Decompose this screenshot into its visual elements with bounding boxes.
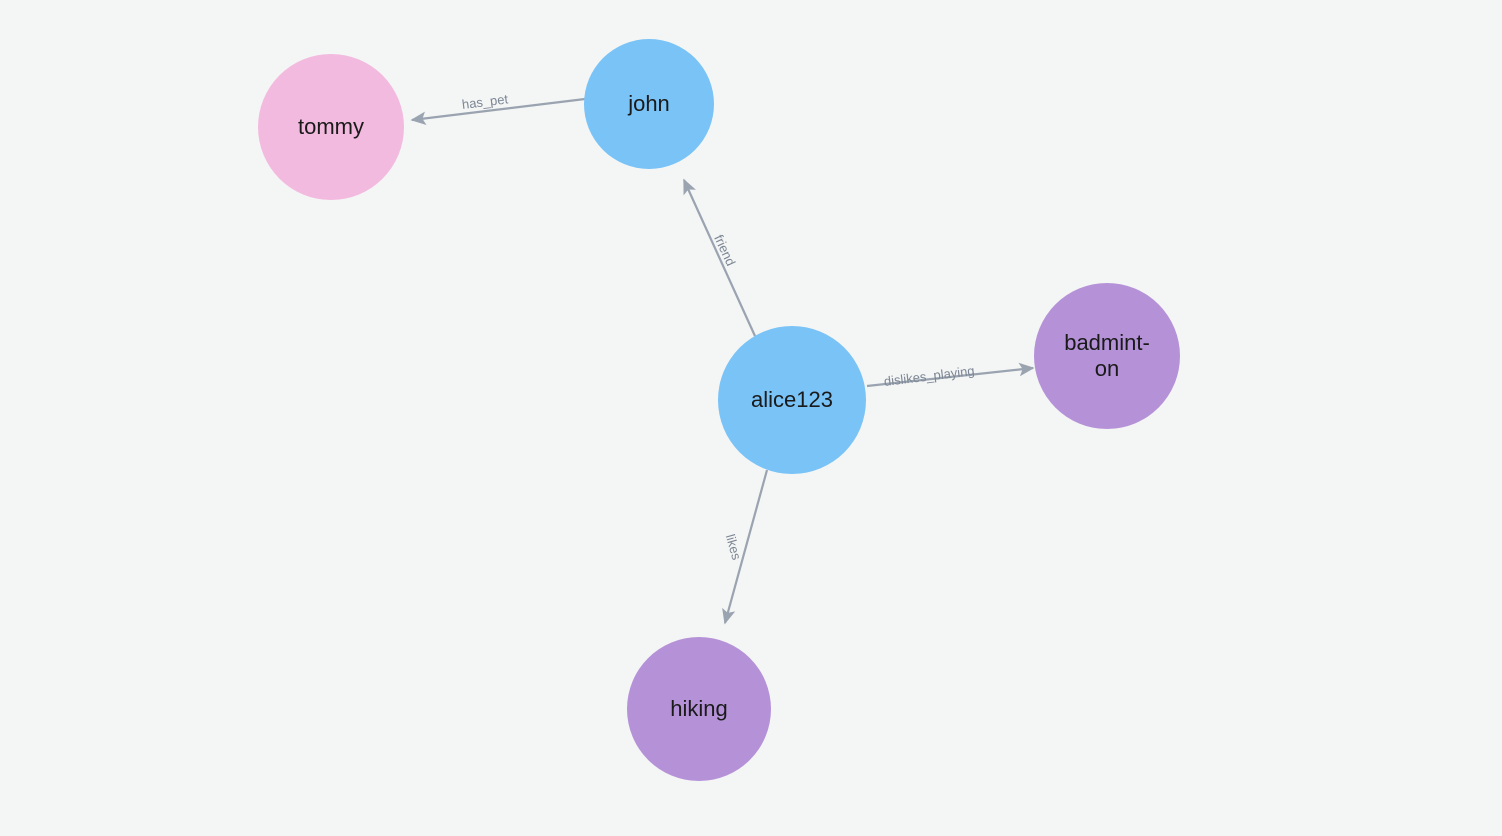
graph-node-badminton[interactable]: badmint- on	[1034, 283, 1180, 429]
graph-edge[interactable]	[866, 362, 1035, 388]
graph-node-tommy[interactable]: tommy	[258, 54, 404, 200]
graph-node-alice123[interactable]: alice123	[718, 326, 866, 474]
graph-node-label: john	[628, 91, 670, 117]
graph-node-label: alice123	[751, 387, 833, 413]
graph-node-label: hiking	[670, 696, 728, 722]
graph-edge[interactable]	[682, 178, 757, 337]
graph-node-label: badmint- on	[1064, 330, 1150, 381]
graph-node-john[interactable]: john	[584, 39, 714, 169]
graph-edge[interactable]	[722, 469, 769, 625]
graph-edge[interactable]	[410, 97, 586, 126]
graph-node-hiking[interactable]: hiking	[627, 637, 771, 781]
graph-node-label: tommy	[298, 114, 364, 140]
